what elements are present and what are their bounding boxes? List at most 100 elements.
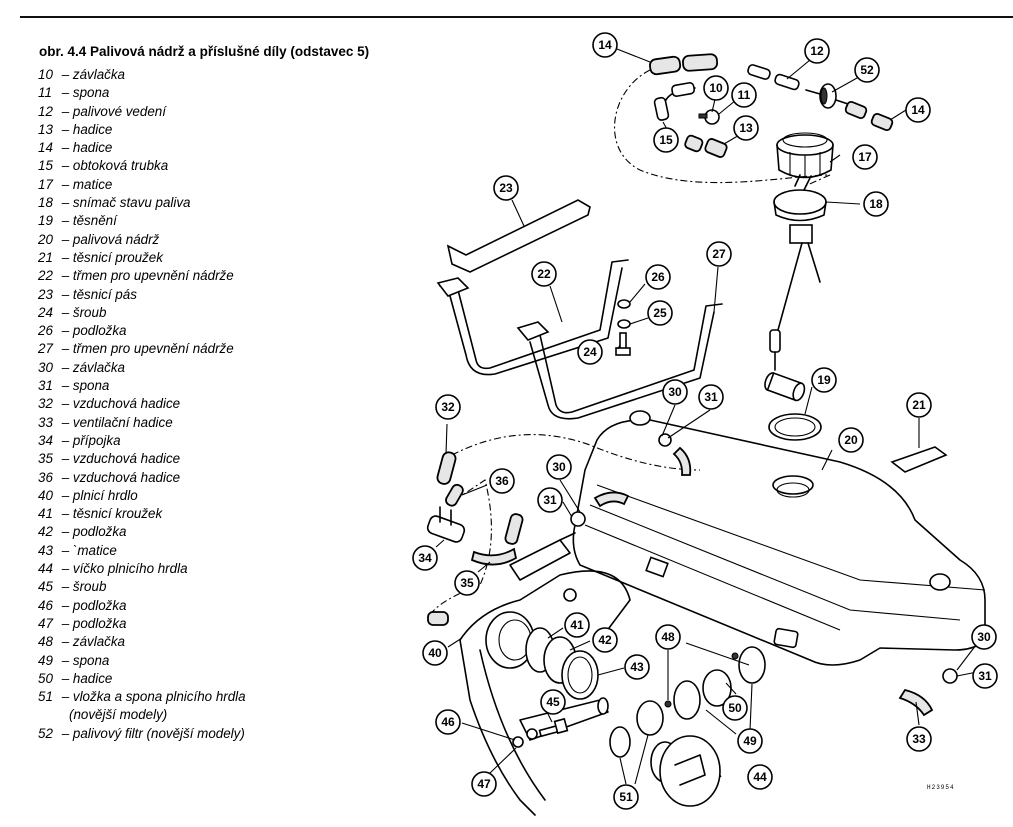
callout-44: 44	[747, 764, 773, 790]
connector-34-part	[426, 506, 466, 543]
callout-50: 50	[722, 695, 748, 721]
nut-43-part	[561, 650, 599, 700]
legend-item: 50 – hadice	[38, 670, 113, 686]
callout-10: 10	[703, 75, 729, 101]
bolt-washers-part	[615, 299, 631, 356]
legend-item: 42 – podložka	[38, 524, 127, 540]
svg-text:48: 48	[661, 630, 675, 644]
svg-text:31: 31	[543, 493, 557, 507]
svg-text:43: 43	[630, 660, 644, 674]
callout-31: 31	[537, 487, 563, 513]
svg-text:15: 15	[659, 133, 673, 147]
callout-15: 15	[653, 127, 679, 153]
hose-13-part	[704, 138, 728, 158]
legend-item: 21 – těsnicí proužek	[38, 249, 163, 265]
callout-17: 17	[852, 144, 878, 170]
legend-item: 32 – vzduchová hadice	[38, 396, 181, 412]
svg-text:49: 49	[743, 734, 757, 748]
callout-47: 47	[471, 771, 497, 797]
fuel-line-12-part	[774, 73, 800, 91]
callout-13: 13	[733, 115, 759, 141]
svg-text:14: 14	[598, 38, 612, 52]
callout-33: 33	[906, 726, 932, 752]
callout-14: 14	[592, 32, 618, 58]
svg-text:30: 30	[552, 460, 566, 474]
bolt-45-part	[512, 717, 569, 748]
legend-item: 23 – těsnicí pás	[38, 286, 137, 302]
callout-34: 34	[412, 545, 438, 571]
svg-text:32: 32	[441, 400, 455, 414]
legend-item: 20 – palivová nádrž	[38, 231, 160, 247]
svg-text:22: 22	[537, 267, 551, 281]
svg-text:46: 46	[441, 715, 455, 729]
legend-item: 47 – podložka	[38, 615, 127, 631]
legend-item: 35 – vzduchová hadice	[38, 451, 181, 467]
legend-item: 12 – palivové vedení	[38, 103, 166, 119]
strap-27-part	[516, 303, 723, 420]
callout-32: 32	[435, 394, 461, 420]
legend-item: 46 – podložka	[38, 597, 127, 613]
svg-text:31: 31	[978, 669, 992, 683]
svg-text:17: 17	[858, 150, 872, 164]
legend-item-sub: (novější modely)	[69, 707, 168, 723]
svg-text:24: 24	[583, 345, 597, 359]
callout-52: 52	[854, 57, 880, 83]
legend-item: 27 – třmen pro upevnění nádrže	[38, 341, 234, 357]
svg-text:42: 42	[598, 633, 612, 647]
fuel-line-assembly	[614, 53, 894, 187]
filler-cap-44-part	[650, 735, 721, 807]
svg-text:33: 33	[912, 732, 926, 746]
callout-22: 22	[531, 261, 557, 287]
legend-item: 19 – těsnění	[38, 213, 117, 229]
legend-item: 36 – vzduchová hadice	[38, 469, 181, 485]
svg-text:31: 31	[704, 390, 718, 404]
svg-text:52: 52	[860, 63, 874, 77]
figure-caption: obr. 4.4 Palivová nádrž a příslušné díly…	[39, 44, 370, 59]
svg-text:25: 25	[653, 306, 667, 320]
filler-insert-51-part	[609, 700, 664, 758]
callout-19: 19	[811, 367, 837, 393]
svg-text:51: 51	[619, 790, 633, 804]
legend-item: 51 – vložka a spona plnicího hrdla	[38, 689, 246, 705]
svg-text:18: 18	[869, 197, 883, 211]
legend-item: 13 – hadice	[38, 121, 113, 137]
legend-item: 18 – snímač stavu paliva	[38, 195, 191, 211]
hose-clips-48-49-50-part	[664, 646, 766, 720]
callout-26: 26	[645, 264, 671, 290]
callout-41: 41	[564, 612, 590, 638]
callout-12: 12	[804, 38, 830, 64]
svg-text:19: 19	[817, 373, 831, 387]
svg-text:47: 47	[477, 777, 491, 791]
legend-item: 44 – víčko plnicího hrdla	[38, 561, 188, 577]
legend-item: 33 – ventilační hadice	[38, 414, 173, 430]
sealing-band-23-part	[446, 199, 591, 273]
svg-text:50: 50	[728, 701, 742, 715]
legend-item: 24 – šroub	[38, 304, 107, 320]
svg-text:30: 30	[668, 385, 682, 399]
callout-49: 49	[737, 728, 763, 754]
callout-31: 31	[698, 384, 724, 410]
callout-30: 30	[662, 379, 688, 405]
sealing-strip-21-part	[890, 446, 948, 473]
callout-23: 23	[493, 175, 519, 201]
callout-14: 14	[905, 97, 931, 123]
callout-46: 46	[435, 709, 461, 735]
svg-text:11: 11	[738, 88, 751, 102]
hose-14-part	[649, 55, 682, 76]
strap-22-part	[436, 259, 629, 376]
fuel-level-sender-18-part	[764, 174, 827, 402]
svg-text:41: 41	[570, 618, 584, 632]
legend-item: 31 – spona	[38, 378, 110, 394]
callout-24: 24	[577, 339, 603, 365]
legend-item: 48 – závlačka	[38, 634, 125, 650]
svg-text:36: 36	[495, 474, 509, 488]
callout-25: 25	[647, 300, 673, 326]
callout-42: 42	[592, 627, 618, 653]
svg-text:30: 30	[977, 630, 991, 644]
fuel-tank-20-part	[572, 410, 986, 666]
legend-item: 14 – hadice	[38, 140, 113, 156]
svg-text:13: 13	[739, 121, 753, 135]
legend-item: 52 – palivový filtr (novější modely)	[38, 725, 245, 741]
svg-text:14: 14	[911, 103, 925, 117]
